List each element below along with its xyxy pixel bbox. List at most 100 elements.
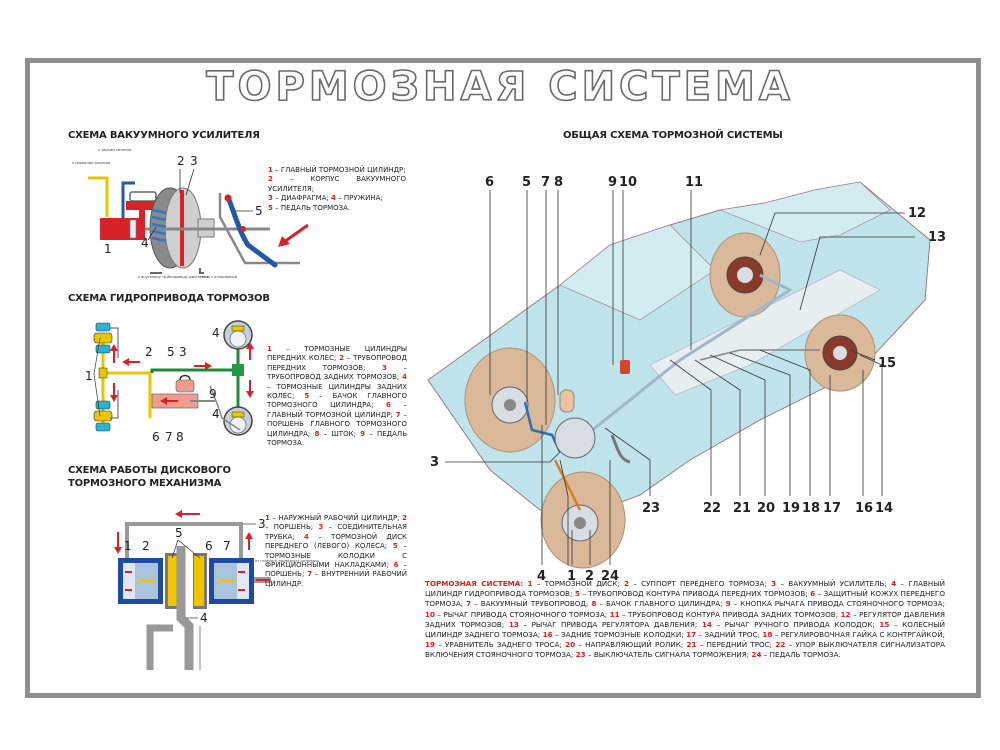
caption-front-wheels: к передним колесам — [72, 161, 110, 165]
legend-text: – защитный кожух переднего тормоза; — [425, 589, 945, 609]
brake-disc — [176, 546, 194, 670]
legend-number: 3 — [771, 579, 777, 588]
connecting-tube — [125, 522, 243, 565]
label-13: 13 — [928, 230, 946, 245]
pressure-arrows — [114, 510, 270, 591]
legend-number: 4 — [891, 579, 897, 588]
label-1: 1 — [567, 569, 576, 584]
front-right-wheel — [540, 471, 626, 569]
parking-lever — [620, 360, 630, 374]
reservoir — [175, 379, 195, 393]
label-4: 4 — [200, 611, 208, 625]
caption-from-master: от главного тормозного цилиндра — [255, 559, 319, 563]
legend-text: – рычаг привода стояночного тормоза; — [435, 609, 610, 619]
front-pipe — [88, 176, 109, 217]
label-7: 7 — [541, 175, 550, 190]
rear-circuit-pipe — [579, 273, 794, 442]
rear-line — [150, 333, 240, 413]
legend-text: – рычаг привода регулятора давления; — [518, 619, 702, 629]
label-11: 11 — [685, 175, 703, 190]
legend-text: – главный цилиндр гидропривода тормозов; — [425, 579, 946, 599]
leader-lines — [445, 190, 915, 565]
label-4: 4 — [537, 569, 546, 584]
label-3: 3 — [430, 455, 439, 470]
label-4-bottom: 4 — [212, 407, 220, 421]
label-10: 10 — [619, 175, 637, 190]
label-3: 3 — [258, 517, 266, 531]
vacuum-legend: 1 – главный тормозной цилиндр; 2 – корпу… — [268, 166, 406, 212]
legend-text: – трубопровод контура привода передних т… — [579, 589, 811, 599]
label-18: 18 — [802, 501, 820, 516]
legend-text: – тормозной диск; — [532, 579, 624, 588]
legend-text: – кнопка рычага привода стояночного торм… — [730, 599, 946, 609]
pedal — [209, 385, 241, 431]
front-cylinder-bottom — [93, 400, 113, 432]
force-arrow — [283, 223, 309, 244]
rear-pipe — [121, 181, 135, 218]
legend-number: 1 — [527, 579, 533, 588]
legend-text: – трубопровод контура привода задних тор… — [619, 609, 841, 619]
front-cylinder-top — [93, 322, 113, 354]
legend-text: – вакуумный трубопровод; — [471, 599, 592, 609]
spring — [151, 208, 167, 243]
legend-number: 23 — [575, 650, 586, 660]
rear-right-wheel — [804, 314, 876, 392]
front-right-pipe — [553, 459, 582, 511]
label-3: 3 — [190, 154, 198, 168]
label-2: 2 — [145, 345, 153, 359]
hydraulic-diagram: 1 2 5 3 4 4 9 6 7 8 — [85, 320, 254, 444]
legend-number: 18 — [762, 630, 773, 640]
poster-title: ТОРМОЗНАЯ СИСТЕМА — [205, 63, 794, 111]
label-6: 6 — [485, 175, 494, 190]
legend-text: – задние тормозные колодки; — [552, 630, 687, 640]
brake-pad-left — [168, 556, 178, 606]
poster-frame — [25, 58, 981, 698]
label-1: 1 — [124, 539, 132, 553]
legend-number: 19 — [425, 640, 436, 650]
legend-text: – педаль тормоза. — [761, 650, 841, 660]
legend-text: – упор выключателя сигнализатора включен… — [425, 640, 945, 660]
hydraulic-section-title: СХЕМА ГИДРОПРИВОДА ТОРМОЗОВ — [68, 293, 270, 304]
general-legend: Тормозная система: 1 – тормозной диск; 2… — [425, 579, 946, 660]
disc-section-title: СХЕМА РАБОТЫ ДИСКОВОГО ТОРМОЗНОГО МЕХАНИ… — [68, 465, 231, 489]
hydraulic-legend: 1 – тормозные цилиндры передних колес; 2… — [267, 345, 407, 448]
legend-number: 15 — [879, 619, 890, 629]
legend-number: 6 — [810, 589, 816, 599]
vacuum-section-title: СХЕМА ВАКУУМНОГО УСИЛИТЕЛЯ — [68, 130, 260, 141]
legend-text: – задний трос; — [696, 630, 763, 640]
label-15: 15 — [878, 356, 896, 371]
legend-text: – передний трос; — [696, 640, 776, 650]
general-section-title: ОБЩАЯ СХЕМА ТОРМОЗНОЙ СИСТЕМЫ — [563, 130, 783, 141]
rear-drum-top — [223, 320, 253, 350]
caption-intake: к впускному трубопроводу двигателя — [138, 275, 208, 279]
label-22: 22 — [703, 501, 721, 516]
reservoir-cap — [129, 191, 157, 202]
rear-left-wheel — [709, 232, 781, 318]
label-8: 8 — [554, 175, 563, 190]
legend-number: 17 — [686, 630, 697, 640]
legend-text: – регулятор давления задних тормозов; — [425, 609, 945, 629]
label-5: 5 — [167, 345, 175, 359]
brake-pedal — [225, 194, 278, 268]
flow-arrows — [110, 342, 254, 405]
legend-text: – направляющий ролик; — [575, 640, 687, 650]
disc-legend: 1 – наружный рабочий цилиндр; 2 – поршен… — [265, 514, 407, 588]
label-9: 9 — [209, 387, 217, 401]
legend-number: 5 — [574, 589, 580, 599]
legend-number: 22 — [775, 640, 786, 650]
legend-text: – вакуумный усилитель; — [776, 579, 892, 588]
legend-number: 7 — [466, 599, 472, 609]
label-5: 5 — [255, 204, 263, 218]
vacuum-booster — [554, 417, 596, 459]
label-2: 2 — [177, 154, 185, 168]
vacuum-booster-diagram: к задним колесам к передним колесам к вп… — [72, 148, 309, 279]
label-3: 3 — [179, 345, 187, 359]
legend-text: – суппорт переднего тормоза; — [629, 579, 772, 588]
label-14: 14 — [875, 501, 893, 516]
legend-number: 20 — [565, 640, 576, 650]
legend-number: 16 — [542, 630, 553, 640]
legend-number: 21 — [686, 640, 697, 650]
reservoir — [126, 201, 158, 210]
rear-drum-bottom — [223, 406, 253, 436]
label-8: 8 — [176, 430, 184, 444]
